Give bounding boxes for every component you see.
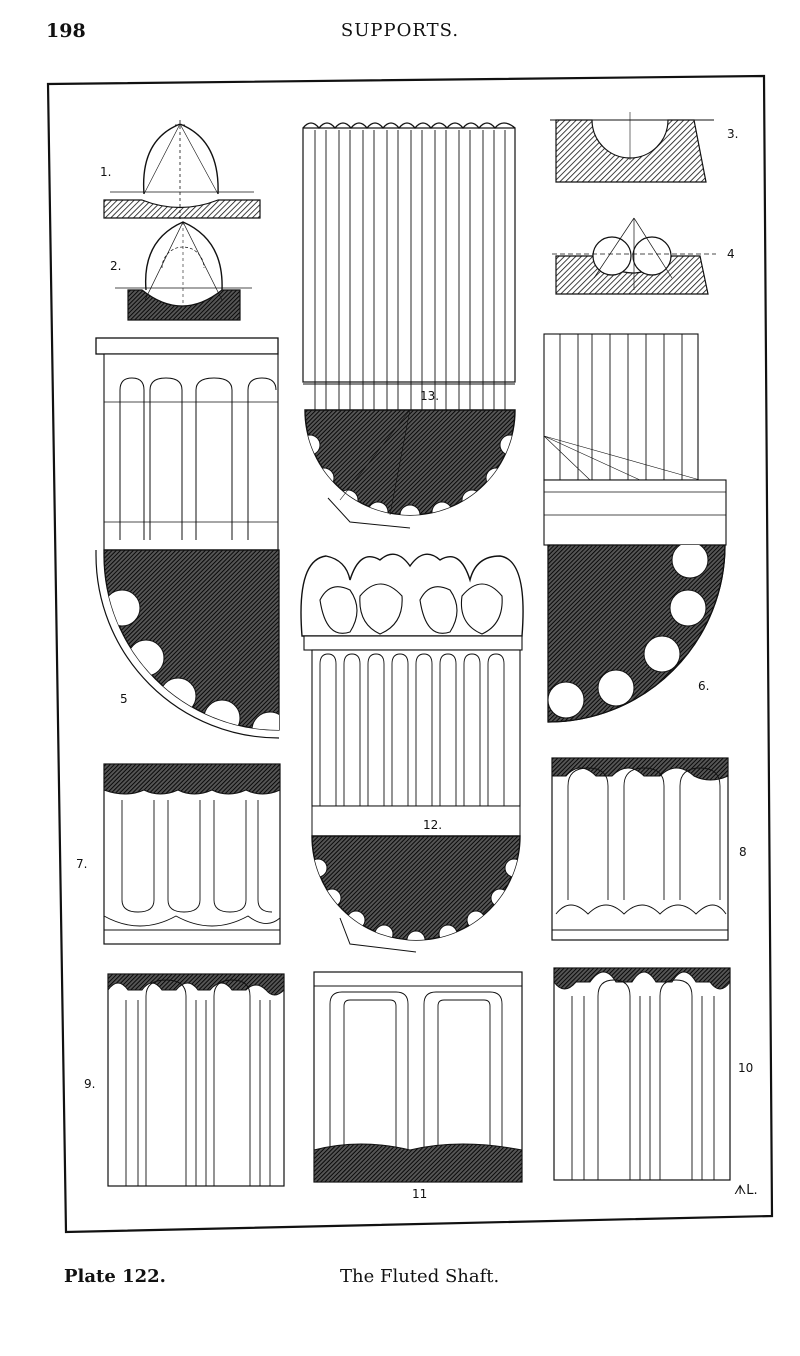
figure-9-flute-detail [107,973,285,1187]
figure-13-shaft-with-section [302,122,516,529]
figure-3-flute-profile [550,112,714,183]
plate-border [46,74,774,1234]
figure-label-12: 12. [423,818,442,832]
figure-label-5: 5 [120,692,128,706]
artist-monogram: ᗑL. [734,1183,758,1198]
figure-label-4: 4 [727,247,735,261]
figure-label-2: 2. [110,259,121,273]
figure-2-flute-profile [115,221,252,321]
figure-label-11: 11 [412,1187,427,1201]
figure-label-9: 9. [84,1077,95,1091]
figure-4-flute-profile [552,217,716,295]
page-number: 198 [46,20,86,42]
plate-title-caption: The Fluted Shaft. [340,1266,500,1287]
figure-8-flute-detail [551,757,729,941]
figure-1-flute-profile [103,120,261,220]
figure-label-3: 3. [727,127,738,141]
figure-label-13: 13. [420,389,439,403]
figure-12-capital-and-shaft [300,553,524,953]
figure-label-8: 8 [739,845,747,859]
figure-11-flute-detail [313,971,523,1183]
figure-6-shaft-quarter-section [543,333,727,723]
running-head: SUPPORTS. [340,20,460,41]
figure-label-10: 10 [738,1061,753,1075]
plate-number-caption: Plate 122. [64,1266,166,1287]
figure-label-1: 1. [100,165,111,179]
figure-5-shaft-quarter-section [95,337,280,739]
figure-label-7: 7. [76,857,87,871]
figure-label-6: 6. [698,679,709,693]
figure-7-flute-detail [103,763,281,945]
figure-10-flute-detail [553,967,731,1181]
